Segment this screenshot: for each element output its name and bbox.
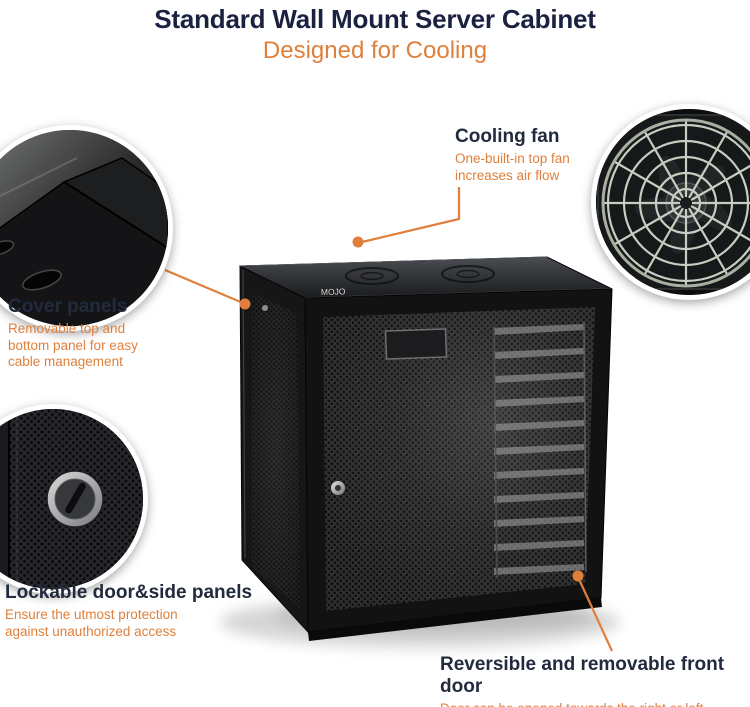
callout-line-front-door [577, 576, 613, 652]
cover-panel-slot [22, 269, 62, 291]
callout-cooling-fan: Cooling fan One-built-in top fan increas… [455, 126, 570, 184]
cooling-fan-desc-line: increases air flow [455, 167, 560, 183]
brand-label: MOJO [321, 286, 346, 297]
cooling-fan-heading: Cooling fan [455, 126, 560, 147]
door-lock [330, 480, 346, 496]
cooling-fan-description: One-built-in top fan increases air flow [455, 151, 570, 184]
callout-dot-cover-panels [239, 298, 251, 310]
front-door-heading: Reversible and removable front door [440, 654, 725, 697]
cover-panels-closeup-image [0, 125, 173, 331]
callout-lines [164, 187, 613, 652]
callout-cover-panels: Cover panels Removable top and bottom pa… [8, 296, 138, 371]
cover-panels-heading: Cover panels [8, 296, 128, 317]
side-latch [262, 305, 268, 311]
lock-closeup [0, 409, 143, 589]
title-block: Standard Wall Mount Server Cabinet Desig… [0, 4, 750, 65]
callout-front-door: Reversible and removable front door Door… [440, 654, 750, 707]
door-window-cutout [384, 328, 448, 360]
cover-panel-lower [0, 181, 168, 326]
lock-cylinder [46, 470, 104, 528]
top-back-edge-highlight [239, 256, 548, 267]
cover-panels-desc-line: cable management [8, 354, 123, 370]
lockable-desc-line: against unauthorized access [5, 623, 177, 639]
fan-grill [601, 118, 750, 288]
left-panel-back-edge [242, 269, 246, 559]
door-edge-frame [0, 409, 9, 589]
front-door-description: Door can be opened towards the right or … [440, 701, 750, 707]
cover-panel-slot [0, 240, 15, 256]
callout-lockable-panels: Lockable door&side panels Ensure the utm… [5, 582, 252, 640]
cooling-fan-desc-line: One-built-in top fan [455, 151, 570, 166]
page-title: Standard Wall Mount Server Cabinet [154, 4, 596, 34]
lockable-panels-description: Ensure the utmost protection against una… [5, 607, 252, 640]
server-cabinet: MOJO [239, 256, 613, 641]
cabinet-base [308, 598, 602, 641]
cover-panels-desc-line: Removable top and [8, 321, 126, 336]
front-door-desc-line: Door can be opened towards the right or … [440, 701, 750, 707]
top-fan-cutouts [345, 265, 495, 285]
cover-panels-closeup [0, 130, 168, 326]
cover-panels-description: Removable top and bottom panel for easy … [8, 321, 138, 371]
cover-panels-desc-line: bottom panel for easy [8, 337, 138, 353]
lockable-panels-heading: Lockable door&side panels [5, 582, 253, 603]
lock-closeup-image [0, 404, 148, 594]
page-subtitle: Designed for Cooling [262, 37, 488, 64]
cooling-fan-closeup [596, 109, 750, 295]
callout-dot-front-door [572, 570, 584, 582]
callout-line-cover-panels [164, 268, 244, 305]
callout-dot-cooling-fan [352, 236, 364, 248]
door-mesh-sheen [323, 307, 595, 611]
callout-line-cooling-fan [361, 187, 461, 244]
lockable-desc-line: Ensure the utmost protection [5, 607, 178, 622]
callout-dots [239, 236, 584, 582]
cooling-fan-closeup-image [591, 104, 750, 300]
rack-rails [493, 321, 587, 579]
cabinet-left-sheen [252, 292, 300, 610]
